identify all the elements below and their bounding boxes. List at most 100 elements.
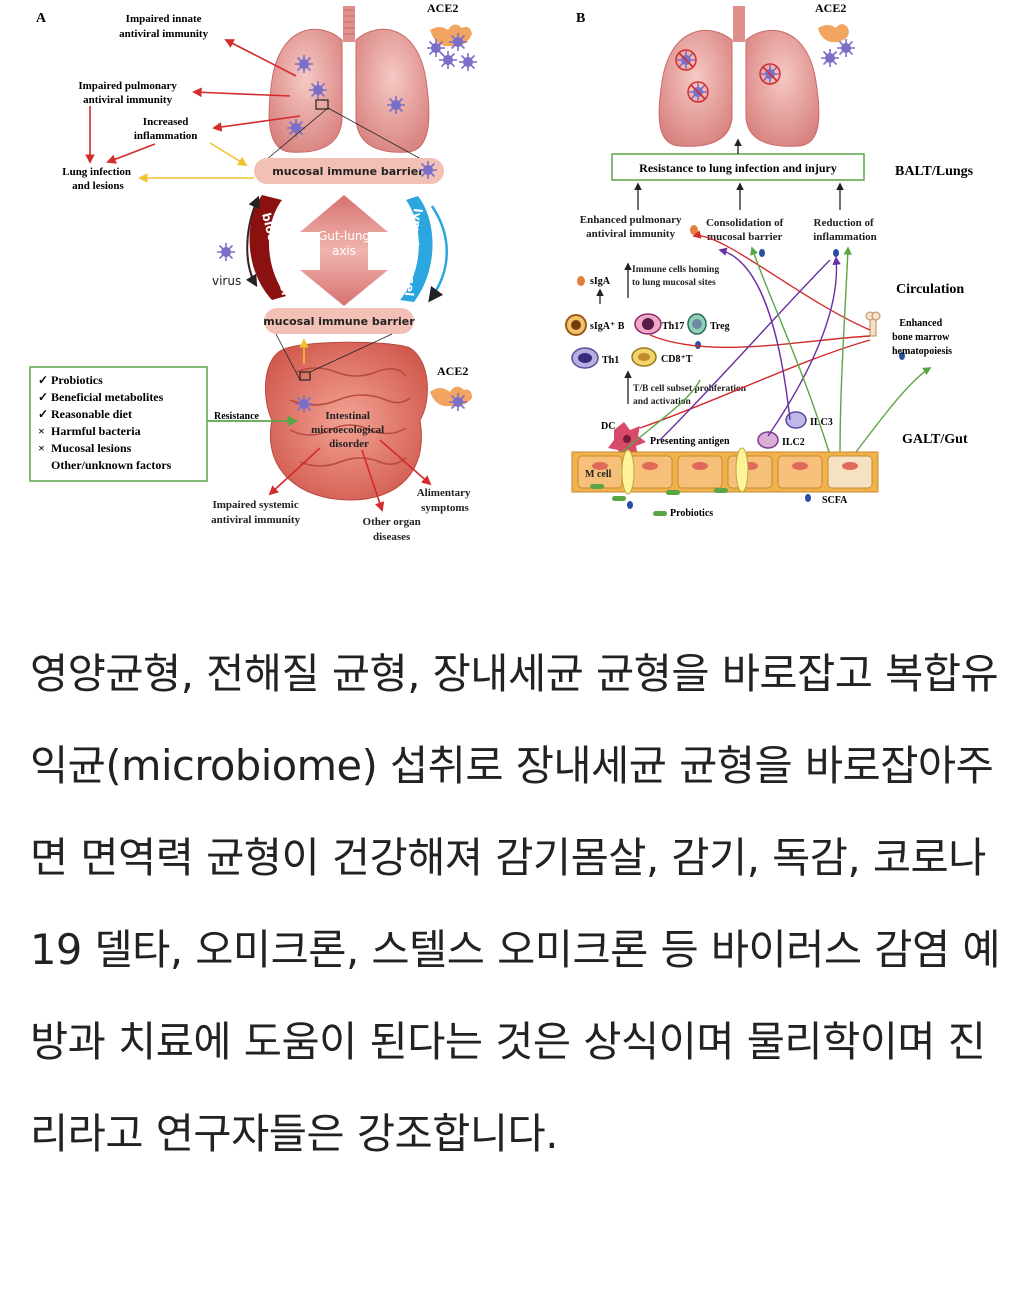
- mcell-label: M cell: [585, 469, 612, 480]
- enhanced-pulm-label-2: antiviral immunity: [586, 228, 675, 240]
- mucosal-barrier-top: [254, 158, 444, 184]
- siga-b-label: sIgA⁺ B: [590, 321, 625, 332]
- resistance-box: [611, 153, 865, 181]
- figure-diagram: A ACE2 Impaired innate antivir: [29, 1, 974, 543]
- increased-label-1: Increased: [143, 116, 189, 128]
- factor-item-3: Harmful bacteria: [51, 424, 141, 438]
- svg-text:Enhanced bone marrow: Enhanced bone marrow hematopoiesis: [892, 318, 952, 357]
- epithelial-nucleus: [692, 462, 708, 470]
- impaired-pulmonary-label-2: antiviral immunity: [83, 94, 172, 106]
- impaired-systemic-label-1: Impaired systemic: [212, 499, 298, 511]
- factor-mark-1: ✓: [38, 390, 48, 404]
- zoom-box-gut: [299, 371, 311, 381]
- svg-text:Impaired systemic antivi: Impaired systemic antiviral immunity Oth…: [211, 487, 473, 543]
- consolidation-label-1: Consolidation of: [706, 217, 784, 229]
- reduction-label-1: Reduction of: [814, 217, 875, 229]
- ilc2-label: ILC2: [782, 437, 805, 448]
- balt-label: BALT/Lungs: [895, 164, 974, 179]
- presenting-label: Presenting antigen: [650, 436, 730, 447]
- intestinal-label-1: Intestinal: [325, 410, 370, 422]
- factor-item-5: Other/unknown factors: [51, 458, 172, 472]
- mucosal-barrier-bottom-label: mucosal immune barrier: [263, 315, 415, 328]
- pathway-curves-b: [621, 230, 932, 461]
- intestinal-label-2: microecological: [311, 424, 384, 436]
- red-arrows-gut: [268, 439, 432, 512]
- other-organ-label-2: diseases: [373, 531, 411, 543]
- lungs-a: [259, 6, 433, 166]
- factor-mark-3: ×: [38, 424, 45, 438]
- homing-label-1: Immune cells homing: [632, 265, 719, 275]
- impaired-innate-label-1: Impaired innate: [126, 13, 202, 25]
- marrow-label-3: hematopoiesis: [892, 346, 952, 357]
- tb-label-2: and activation: [633, 397, 692, 407]
- factor-mark-0: ✓: [38, 373, 48, 387]
- epithelial-cell: [627, 455, 673, 489]
- impaired-systemic-label-2: antiviral immunity: [211, 514, 300, 526]
- factor-box: [29, 366, 208, 482]
- factor-list: ✓Probiotics✓Beneficial metabolites✓Reaso…: [38, 373, 172, 472]
- consolidation-label-2: mucosal barrier: [707, 231, 783, 243]
- dendritic-cell-icon: [608, 422, 646, 460]
- black-arrows-b: [596, 138, 844, 404]
- epithelial-nucleus: [642, 462, 658, 470]
- alimentary-label-2: symptoms: [421, 502, 469, 514]
- yellow-arrows-lung: [138, 142, 254, 183]
- zoom-box-lung: [315, 99, 329, 110]
- svg-text:Enhanced pulmonary antiv: Enhanced pulmonary antiviral immunity Co…: [580, 214, 877, 243]
- immune-cells-b: sIgA sIgA⁺ B Th17 Treg Th1 CD8⁺T ILC3 IL…: [565, 225, 952, 460]
- lung-infection-label-2: and lesions: [72, 180, 124, 192]
- ace2-receptor-bottom-icon: [430, 386, 472, 412]
- epithelium-b: M cell: [571, 447, 879, 495]
- mucosal-barrier-top-label: mucosal immune barrier: [272, 165, 424, 178]
- homing-label-2: to lung mucosal sites: [632, 278, 716, 288]
- panel-a-letter: A: [36, 11, 47, 26]
- th1-label: Th1: [602, 355, 619, 366]
- alimentary-label-1: Alimentary: [417, 487, 471, 499]
- epithelial-nucleus: [792, 462, 808, 470]
- siga-label: sIgA: [590, 276, 611, 287]
- virus-label: virus: [212, 274, 241, 288]
- enhanced-pulm-label-1: Enhanced pulmonary: [580, 214, 682, 226]
- lungs-b: [658, 6, 820, 147]
- tb-label-1: T/B cell subset proliferation: [633, 384, 747, 394]
- factor-mark-2: ✓: [38, 407, 48, 421]
- marrow-label-1: Enhanced: [899, 318, 942, 329]
- factor-mark-4: ×: [38, 441, 45, 455]
- probiotics-label: Probiotics: [670, 508, 713, 519]
- increased-label-2: inflammation: [134, 130, 198, 142]
- ace2-label-b: ACE2: [815, 1, 846, 15]
- lung-infection-label-1: Lung infection: [62, 166, 131, 178]
- marrow-label-2: bone marrow: [892, 332, 950, 343]
- galt-label: GALT/Gut: [902, 432, 968, 447]
- svg-text:Intestinal microecologic: Intestinal microecological disorder: [311, 410, 387, 450]
- impaired-pulmonary-label-1: Impaired pulmonary: [78, 80, 177, 92]
- panel-b: B ACE2 Resistance to lung infection and …: [565, 1, 974, 519]
- article-paragraph: 영양균형, 전해질 균형, 장내세균 균형을 바로잡고 복합유익균(microb…: [30, 649, 1001, 1158]
- factor-item-0: Probiotics: [51, 373, 103, 387]
- ace2-label-bottom: ACE2: [437, 364, 468, 378]
- gut-lung-label-2: axis: [332, 244, 356, 258]
- ace2-receptor-top-icon: [426, 24, 478, 72]
- epithelial-cell: [727, 455, 773, 489]
- factor-item-4: Mucosal lesions: [51, 441, 132, 455]
- epithelial-nucleus: [842, 462, 858, 470]
- lymph-vessel: [400, 196, 433, 302]
- other-organ-label-1: Other organ: [363, 516, 421, 528]
- gut-lung-axis-arrow: [300, 195, 388, 306]
- dc-label: DC: [601, 421, 615, 432]
- ace2-label-top: ACE2: [427, 1, 458, 15]
- ilc3-label: ILC3: [810, 417, 833, 428]
- epithelial-cell: [777, 455, 823, 489]
- cd8-label: CD8⁺T: [661, 354, 693, 365]
- resistance-box-label: Resistance to lung infection and injury: [639, 161, 837, 175]
- th17-label: Th17: [662, 321, 684, 332]
- impaired-innate-label-2: antiviral immunity: [119, 28, 208, 40]
- gut-lung-label-1: Gut-lung: [318, 229, 370, 243]
- blocked-virus-icon: [675, 49, 781, 103]
- factor-item-2: Reasonable diet: [51, 407, 132, 421]
- panel-b-letter: B: [576, 11, 585, 26]
- scfa-label: SCFA: [822, 495, 848, 506]
- factor-item-1: Beneficial metabolites: [51, 390, 164, 404]
- circulation-label: Circulation: [896, 282, 964, 297]
- probiotic-icons: [590, 484, 811, 516]
